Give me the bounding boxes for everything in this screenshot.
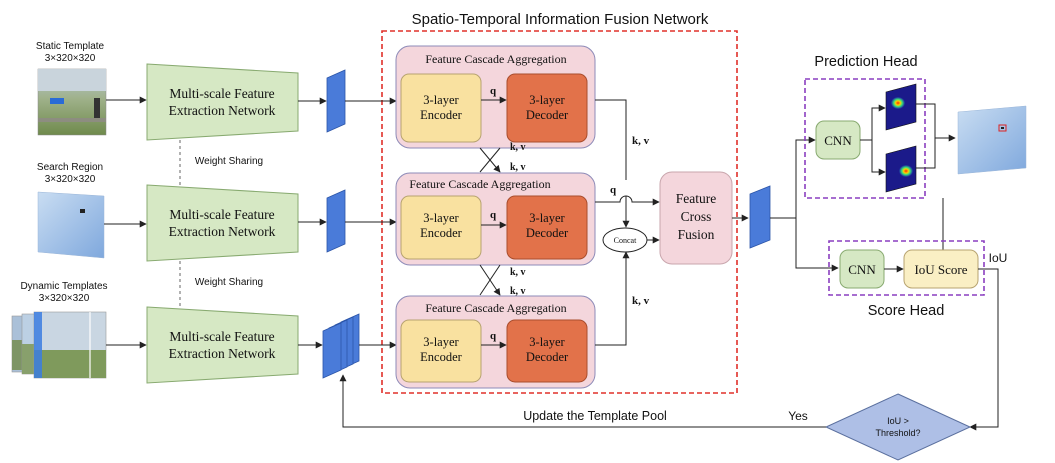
search-region-dims: 3×320×320 [45,174,96,185]
extractor-1-line1: Multi-scale Feature [169,86,274,101]
heatmap-2 [885,145,917,193]
fusion-network-boundary [381,30,738,394]
arrow-heatmap1-to-output [916,103,956,142]
concat-label: Concat [614,236,637,245]
kv-cross-lower: k, v k, v [479,264,526,297]
fca-block-2: Feature Cascade Aggregation 3-layer Enco… [395,172,596,266]
prediction-cnn-label: CNN [824,133,852,148]
fused-feature-map [749,185,771,249]
feature-extractor-3: Multi-scale Feature Extraction Network [146,306,299,384]
arrow-heatmap2-to-output [916,138,936,169]
fca-block-3: Feature Cascade Aggregation 3-layer Enco… [395,295,596,389]
kv-label-lower-2: k, v [510,286,526,297]
fca-1-q-label: q [490,85,497,97]
weight-sharing-label-2: Weight Sharing [195,277,263,288]
fca3-output-path [595,251,630,346]
fca-1-encoder-line1: 3-layer [423,93,459,107]
fusion-line3: Fusion [678,227,715,242]
extractor-1-line2: Extraction Network [169,103,276,118]
input-label-static: Static Template 3×320×320 [36,41,105,64]
extractor-2-line2: Extraction Network [169,224,276,239]
feature-map-dynamic-stack [322,313,360,379]
fca-2-encoder-line1: 3-layer [423,211,459,225]
extractor-3-line1: Multi-scale Feature [169,329,274,344]
fca-1-title: Feature Cascade Aggregation [425,52,566,66]
static-template-dims: 3×320×320 [45,53,96,64]
score-head-title: Score Head [868,303,945,319]
fca1-output-path [595,99,627,180]
fusion-line1: Feature [676,191,716,206]
update-template-pool-arrow [339,374,826,428]
decision-line2: Threshold? [875,428,920,438]
arrow-to-score-head [795,218,839,272]
fca2-q-output [595,195,660,206]
arrow-to-prediction-head [770,136,816,219]
iou-output-label: IoU [989,251,1008,265]
threshold-decision: IoU > Threshold? [824,393,972,461]
q-label-fusion: q [610,184,617,196]
feature-extractor-1: Multi-scale Feature Extraction Network [146,63,299,141]
arrow-iou-to-decision [969,268,999,431]
update-template-pool-label: Update the Template Pool [523,409,667,423]
kv-label-upper-1: k, v [510,142,526,153]
extractor-2-line1: Multi-scale Feature [169,207,274,222]
prediction-head-title: Prediction Head [814,54,917,70]
static-template-image [37,68,107,136]
fca-3-title: Feature Cascade Aggregation [425,301,566,315]
fca-3-encoder-line1: 3-layer [423,335,459,349]
fca-2-q-label: q [490,209,497,221]
search-region-label: Search Region [37,162,103,173]
feature-map-static [326,69,346,133]
fusion-network-title: Spatio-Temporal Information Fusion Netwo… [412,11,709,28]
fusion-line2: Cross [681,209,712,224]
yes-label: Yes [788,409,808,423]
feature-cross-fusion: Feature Cross Fusion [659,171,733,265]
fca-1-encoder-line2: Encoder [420,108,462,122]
kv-label-bottom: k, v [632,295,650,307]
search-region-image [37,191,105,259]
fca-2-title: Feature Cascade Aggregation [409,177,550,191]
dynamic-templates-label: Dynamic Templates [20,281,107,292]
fca-2-decoder-line1: 3-layer [529,211,565,225]
prediction-head-boundary [804,78,926,199]
fca-1-decoder-line1: 3-layer [529,93,565,107]
extractor-3-line2: Extraction Network [169,346,276,361]
feature-extractor-2: Multi-scale Feature Extraction Network [146,184,299,262]
input-label-search: Search Region 3×320×320 [37,162,103,185]
heatmap-1 [885,83,917,131]
fca-2-encoder-line2: Encoder [420,226,462,240]
fca-3-encoder-line2: Encoder [420,350,462,364]
fca-2-decoder-line2: Decoder [526,226,569,240]
fca-block-1: Feature Cascade Aggregation 3-layer Enco… [395,45,596,149]
decision-line1: IoU > [887,416,909,426]
arrow-cnn-to-heatmap1 [860,104,886,141]
dynamic-templates-image-stack [11,311,107,379]
arrow-cnn-to-heatmap2 [871,140,886,176]
weight-sharing-label-1: Weight Sharing [195,156,263,167]
kv-label-lower-1: k, v [510,267,526,278]
fca-1-decoder-line2: Decoder [526,108,569,122]
fca-3-q-label: q [490,330,497,342]
kv-label-upper-2: k, v [510,162,526,173]
kv-label-top: k, v [632,135,650,147]
score-cnn-label: CNN [848,262,876,277]
kv-cross-upper: k, v k, v [479,142,526,173]
iou-score-label: IoU Score [914,262,967,277]
dynamic-templates-dims: 3×320×320 [39,293,90,304]
feature-map-search [326,189,346,253]
fca-3-decoder-line2: Decoder [526,350,569,364]
input-label-dynamic: Dynamic Templates 3×320×320 [20,281,107,304]
prediction-output-image [957,105,1027,175]
static-template-label: Static Template [36,41,105,52]
fca-3-decoder-line1: 3-layer [529,335,565,349]
